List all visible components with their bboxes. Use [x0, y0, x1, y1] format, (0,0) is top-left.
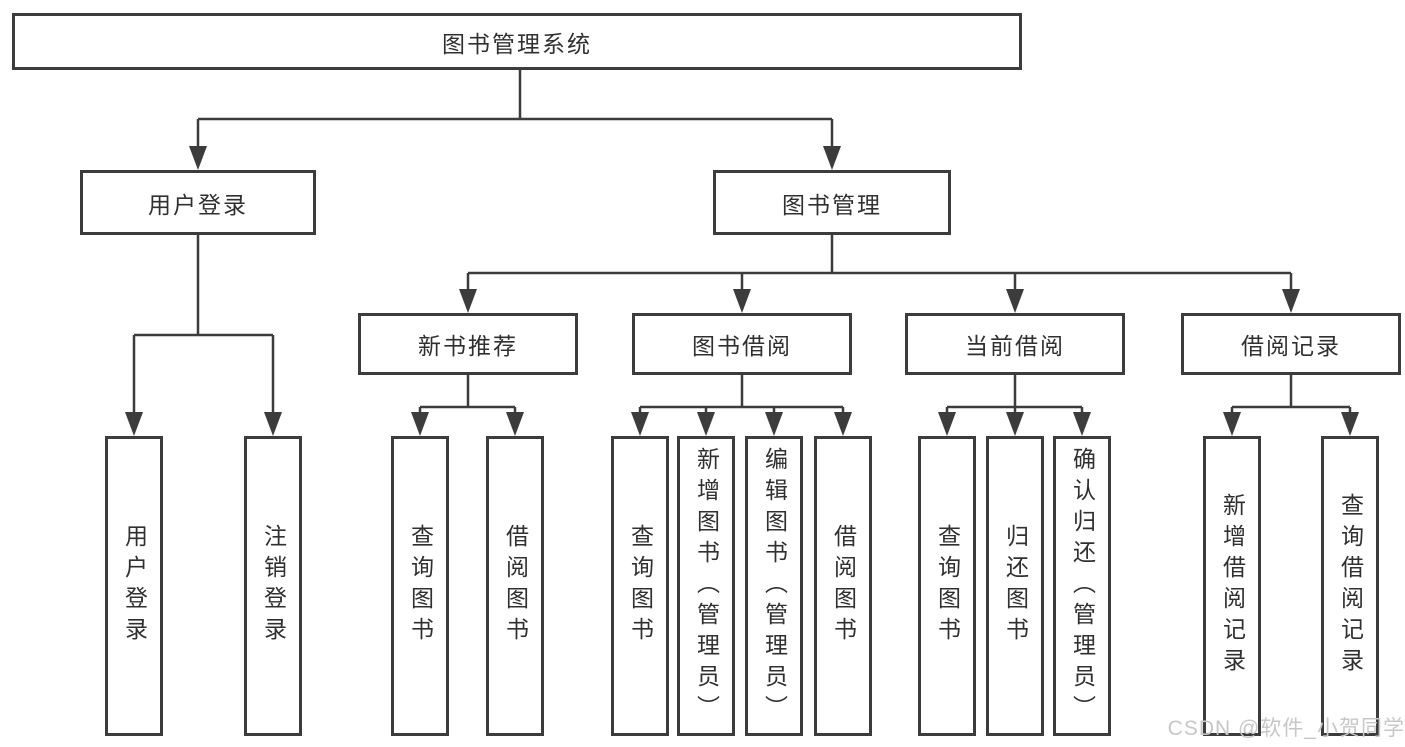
leaf-recommend-query-books-label: 查询图书 — [407, 524, 434, 648]
connector-book-borrow-to-leaves — [631, 375, 852, 436]
leaf-current-query-books: 查询图书 — [918, 436, 976, 736]
leaf-borrow-query-books: 查询图书 — [611, 436, 669, 736]
csdn-watermark: CSDN @软件_小贺同学 — [1167, 717, 1405, 740]
leaf-edit-books-admin: 编辑图书（管理员） — [745, 436, 803, 736]
node-user-login: 用户登录 — [80, 170, 316, 235]
connector-user-login-to-leaves — [125, 235, 282, 436]
connector-current-borrow-to-leaves — [938, 375, 1091, 436]
node-book-borrow-label: 图书借阅 — [692, 333, 792, 359]
leaf-borrow-query-books-label: 查询图书 — [627, 524, 654, 648]
node-user-login-label: 用户登录 — [148, 191, 248, 218]
leaf-add-books-admin: 新增图书（管理员） — [677, 436, 735, 736]
leaf-add-borrow-record-label: 新增借阅记录 — [1219, 493, 1246, 679]
leaf-user-login: 用户登录 — [105, 436, 163, 736]
node-book-management: 图书管理 — [713, 170, 951, 235]
leaf-query-borrow-record: 查询借阅记录 — [1321, 436, 1379, 736]
leaf-query-borrow-record-label: 查询借阅记录 — [1337, 493, 1364, 679]
leaf-add-books-admin-label: 新增图书（管理员） — [693, 446, 720, 726]
leaf-logout-label: 注销登录 — [260, 524, 287, 648]
leaf-add-borrow-record: 新增借阅记录 — [1203, 436, 1261, 736]
node-system-root: 图书管理系统 — [12, 13, 1022, 70]
leaf-edit-books-admin-label: 编辑图书（管理员） — [761, 446, 788, 726]
leaf-recommend-borrow-books: 借阅图书 — [486, 436, 544, 736]
leaf-confirm-return-admin-label: 确认归还（管理员） — [1069, 446, 1096, 726]
leaf-return-books-label: 归还图书 — [1002, 524, 1029, 648]
leaf-return-books: 归还图书 — [986, 436, 1044, 736]
node-new-book-recommend: 新书推荐 — [358, 313, 578, 375]
node-current-borrow-label: 当前借阅 — [965, 333, 1065, 359]
leaf-recommend-borrow-books-label: 借阅图书 — [502, 524, 529, 648]
connector-book-management-to-level3 — [459, 235, 1300, 313]
leaf-recommend-query-books: 查询图书 — [391, 436, 449, 736]
connector-borrow-records-to-leaves — [1223, 375, 1359, 436]
leaf-logout: 注销登录 — [244, 436, 302, 736]
leaf-borrow-books: 借阅图书 — [814, 436, 872, 736]
leaf-current-query-books-label: 查询图书 — [934, 524, 961, 648]
node-new-book-recommend-label: 新书推荐 — [418, 333, 518, 359]
node-borrow-records: 借阅记录 — [1181, 313, 1401, 375]
connector-root-to-level2 — [189, 69, 841, 170]
leaf-user-login-label: 用户登录 — [121, 524, 148, 648]
node-current-borrow: 当前借阅 — [905, 313, 1125, 375]
node-book-borrow: 图书借阅 — [632, 313, 852, 375]
node-borrow-records-label: 借阅记录 — [1241, 333, 1341, 359]
leaf-borrow-books-label: 借阅图书 — [830, 524, 857, 648]
node-book-management-label: 图书管理 — [782, 191, 882, 218]
node-system-root-label: 图书管理系统 — [442, 30, 592, 57]
connector-new-book-recommend-to-leaves — [411, 375, 524, 436]
leaf-confirm-return-admin: 确认归还（管理员） — [1053, 436, 1111, 736]
